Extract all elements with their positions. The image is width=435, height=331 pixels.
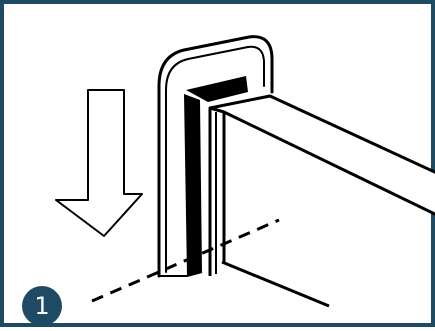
down-arrow-icon — [55, 89, 143, 237]
dashed-guide-line-icon — [91, 218, 280, 303]
edge-clip-icon — [157, 35, 274, 278]
step-number-badge: 1 — [22, 286, 62, 326]
panel-edge-icon — [208, 94, 435, 308]
assembly-illustration — [55, 35, 435, 308]
